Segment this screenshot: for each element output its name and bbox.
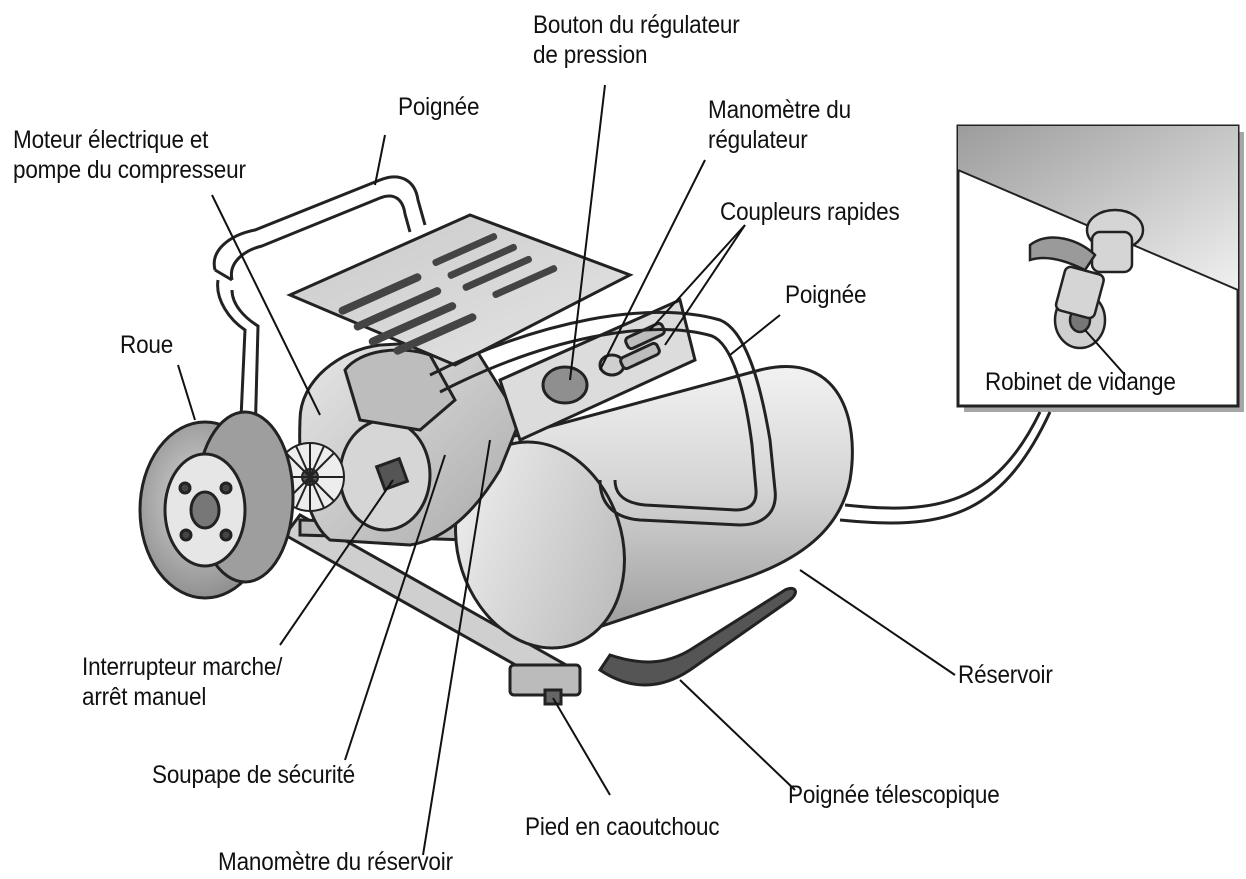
wheel: [138, 410, 295, 600]
front-handle: [429, 310, 777, 527]
label-roue: Roue: [120, 331, 174, 359]
top-plate: [286, 213, 634, 367]
label-poignee-haut: Poignée: [398, 93, 480, 121]
label-pied: Pied en caoutchouc: [525, 813, 720, 841]
label-moteur: Moteur électrique et pompe du compresseu…: [13, 126, 246, 184]
label-bouton-regulateur: Bouton du régulateur de pression: [533, 11, 740, 69]
motor-housing: [298, 338, 522, 547]
label-poignee-telescopique: Poignée télescopique: [788, 781, 1000, 809]
top-handle: [212, 175, 427, 441]
label-manometre-regulateur: Manomètre du régulateur: [708, 96, 851, 154]
label-interrupteur: Interrupteur marche/ arrêt manuel: [82, 653, 283, 711]
label-reservoir: Réservoir: [958, 661, 1053, 689]
leader-lines: [177, 84, 1126, 856]
telescopic-handle: [597, 586, 797, 687]
label-coupleurs: Coupleurs rapides: [720, 198, 900, 226]
inset-box: [839, 124, 1244, 525]
label-poignee-droite: Poignée: [785, 281, 867, 309]
rubber-foot: [508, 663, 582, 706]
label-manometre-reservoir: Manomètre du réservoir: [218, 848, 453, 876]
label-soupape: Soupape de sécurité: [152, 761, 355, 789]
label-robinet: Robinet de vidange: [985, 368, 1176, 396]
control-panel: [498, 297, 697, 443]
